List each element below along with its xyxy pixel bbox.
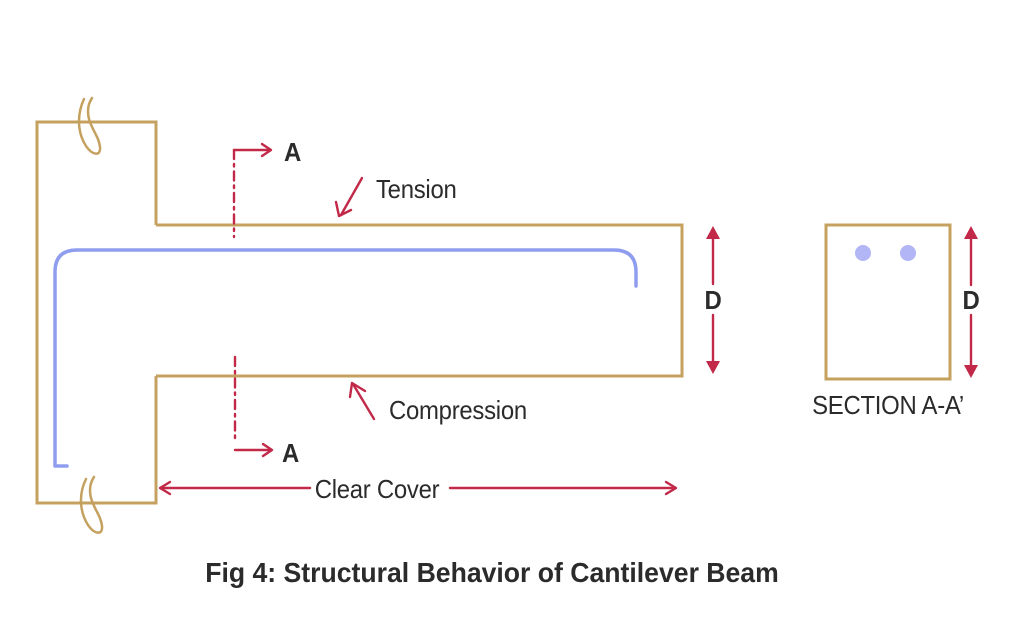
clear-cover-dimension: [158, 480, 678, 496]
arrow-head-right-icon: [664, 480, 678, 496]
section-outline: [824, 223, 952, 381]
rebar-line: [53, 248, 638, 468]
rebar-dot-right: [900, 245, 916, 261]
column-break-symbol-bottom: [79, 475, 104, 534]
column-path: [35, 120, 158, 505]
arrow-head-up-icon: [964, 226, 978, 239]
rebar-dot-left: [855, 245, 871, 261]
arrow-head-icon: [348, 381, 367, 399]
tension-label: Tension: [376, 174, 457, 204]
section-a-arrow-bottom: [233, 442, 274, 458]
arrow-head-icon: [261, 442, 274, 458]
arrow-head-down-icon: [706, 361, 720, 374]
arrow-shaft: [339, 176, 364, 217]
section-depth-dimension: [964, 226, 978, 378]
figure-caption: Fig 4: Structural Behavior of Cantilever…: [205, 557, 779, 588]
column-outline: [35, 96, 158, 534]
section-marker-a-top: A: [284, 137, 302, 167]
section-a-arrow-top: [232, 142, 273, 158]
arrow-head-icon: [334, 200, 353, 218]
arrow-shaft: [351, 382, 376, 421]
section-marker-a-bottom: A: [282, 438, 300, 468]
column-break-symbol-top: [77, 96, 102, 155]
compression-arrow: [348, 381, 376, 421]
section-view: [824, 223, 978, 381]
beam-depth-label: D: [704, 285, 722, 315]
compression-label: Compression: [389, 395, 527, 425]
arrow-head-up-icon: [706, 226, 720, 239]
tension-arrow: [334, 176, 364, 218]
clear-cover-label: Clear Cover: [314, 474, 440, 504]
arrow-head-down-icon: [964, 365, 978, 378]
section-depth-label: D: [962, 285, 980, 315]
section-view-title: SECTION A-A’: [812, 390, 964, 420]
beam-depth-dimension: [706, 226, 720, 374]
beam-outline: [156, 223, 684, 378]
arrow-head-icon: [260, 142, 273, 158]
